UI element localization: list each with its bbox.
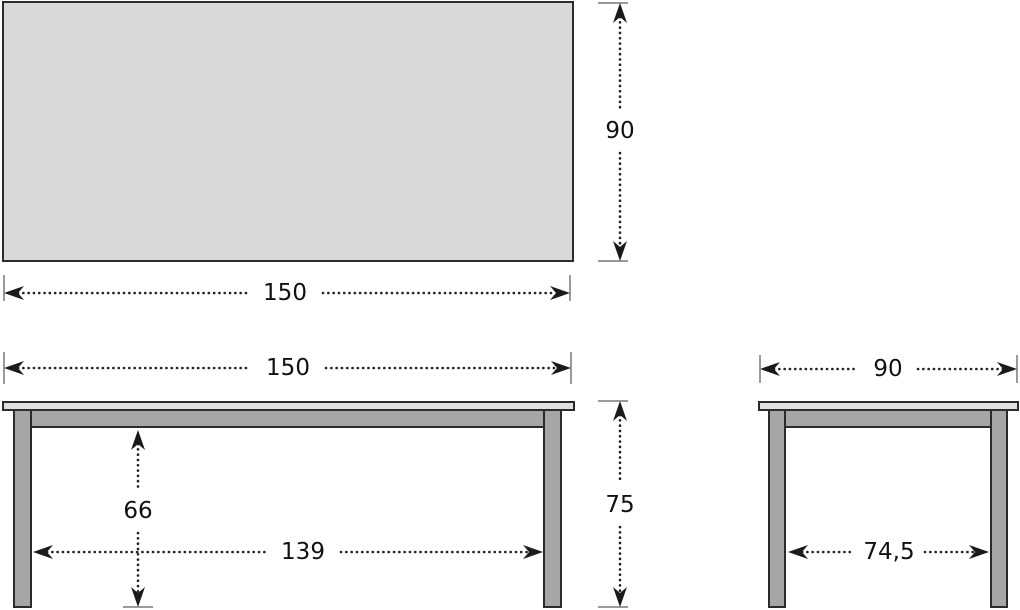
dimension-label-front-clearance: 66 (123, 498, 152, 524)
side-leg-left (768, 409, 786, 608)
arrowhead-icon (4, 286, 24, 300)
arrowhead-icon (551, 361, 571, 375)
dimension-label-side-width: 90 (873, 356, 902, 382)
arrowhead-icon (613, 3, 627, 23)
tabletop-plan-view (2, 1, 574, 262)
dimension-front-length: 150 (3, 352, 572, 384)
arrowhead-icon (131, 587, 145, 607)
arrowhead-icon (523, 545, 543, 559)
arrowhead-icon (969, 545, 989, 559)
side-view (758, 401, 1019, 608)
front-view (2, 401, 575, 608)
dimension-front-height: 75 (598, 400, 635, 608)
arrowhead-icon (33, 545, 53, 559)
arrowhead-icon (613, 401, 627, 421)
side-apron (784, 409, 992, 428)
front-leg-right (543, 409, 562, 608)
arrowhead-icon (550, 286, 570, 300)
dimension-side-width: 90 (759, 355, 1018, 383)
arrowhead-icon (997, 362, 1017, 376)
arrowhead-icon (613, 241, 627, 261)
dimension-label-top-depth: 90 (605, 118, 634, 144)
dimension-top-depth: 90 (598, 2, 635, 262)
arrowhead-icon (760, 362, 780, 376)
dimension-label-front-height: 75 (605, 492, 634, 518)
dimension-front-leg-span: 139 (33, 539, 543, 565)
dimension-front-clearance: 66 (123, 430, 153, 608)
front-tabletop (2, 401, 575, 411)
arrowhead-icon (4, 361, 24, 375)
arrowhead-icon (613, 587, 627, 607)
dimension-label-front-leg-span: 139 (281, 539, 325, 565)
front-leg-left (13, 409, 32, 608)
arrowhead-icon (131, 430, 145, 450)
arrowhead-icon (788, 545, 808, 559)
dimension-label-side-leg-span: 74,5 (863, 539, 914, 565)
side-tabletop (758, 401, 1019, 411)
side-leg-right (990, 409, 1008, 608)
dimension-label-front-length: 150 (266, 355, 310, 381)
dimension-side-leg-span: 74,5 (788, 539, 989, 565)
dimension-label-top-width: 150 (263, 280, 307, 306)
dimension-top-width: 150 (3, 275, 571, 306)
front-apron (30, 409, 545, 428)
